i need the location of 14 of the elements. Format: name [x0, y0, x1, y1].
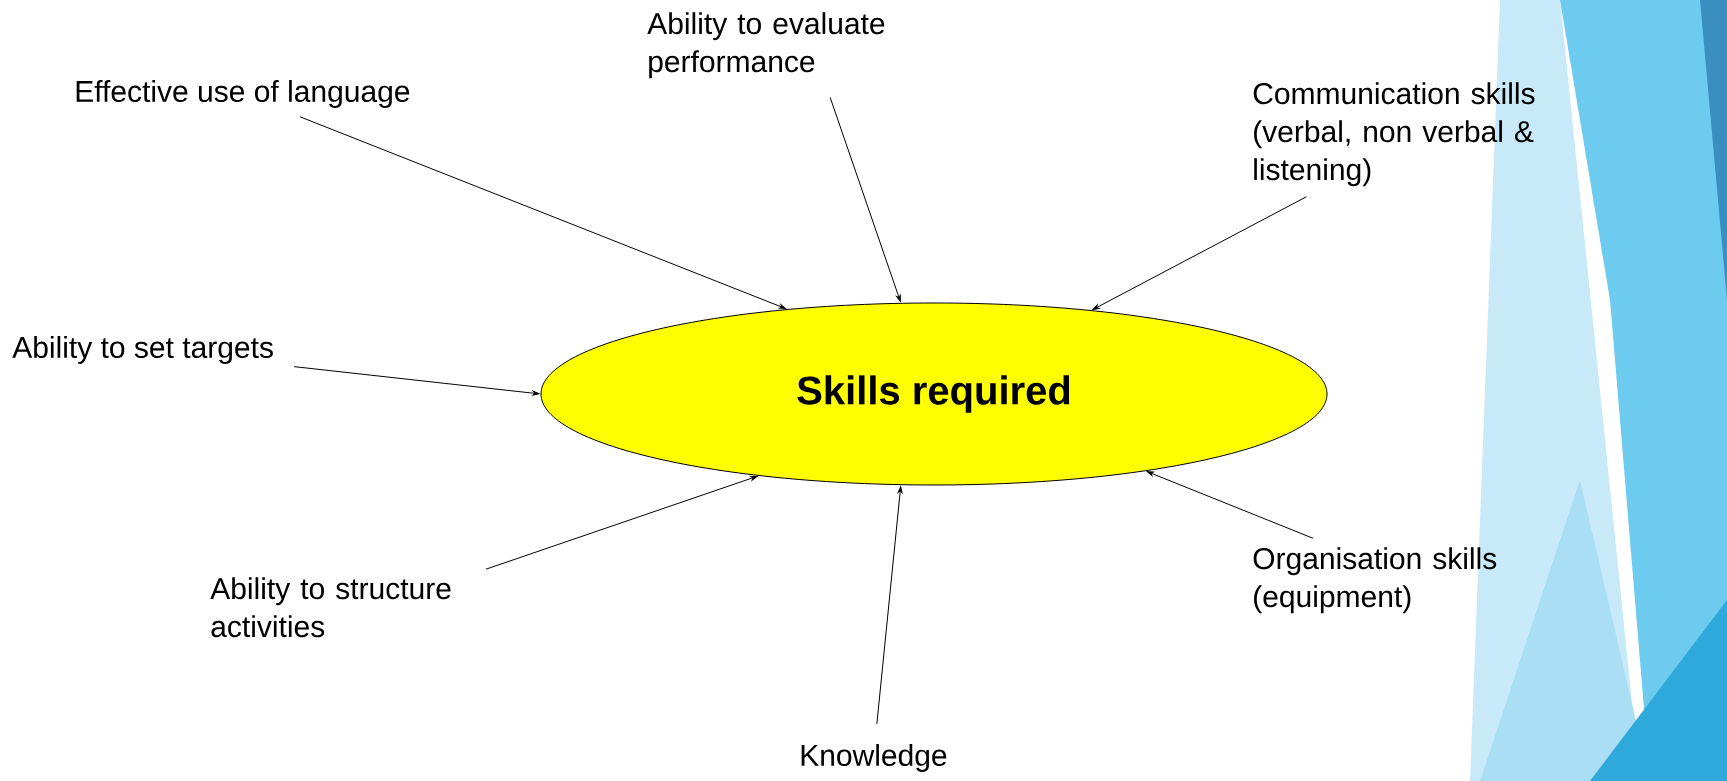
label-text: Organisation skills (equipment)	[1253, 547, 1497, 614]
arrow	[829, 96, 901, 302]
label-text: Knowledge	[801, 744, 947, 772]
label-text: Ability to set targets	[12, 336, 273, 364]
label-text: Ability to evaluate performance	[647, 12, 885, 79]
arrow	[876, 486, 903, 725]
arrow	[1146, 471, 1314, 539]
label-text: Ability to structure activities	[210, 577, 451, 638]
arrow	[299, 116, 787, 310]
arrow	[485, 475, 758, 570]
label-text: Effective use of language	[76, 80, 410, 108]
label-text: Communication skills (verbal, non verbal & listening)	[1253, 82, 1535, 187]
arrow	[293, 366, 540, 396]
arrow	[1092, 196, 1307, 310]
